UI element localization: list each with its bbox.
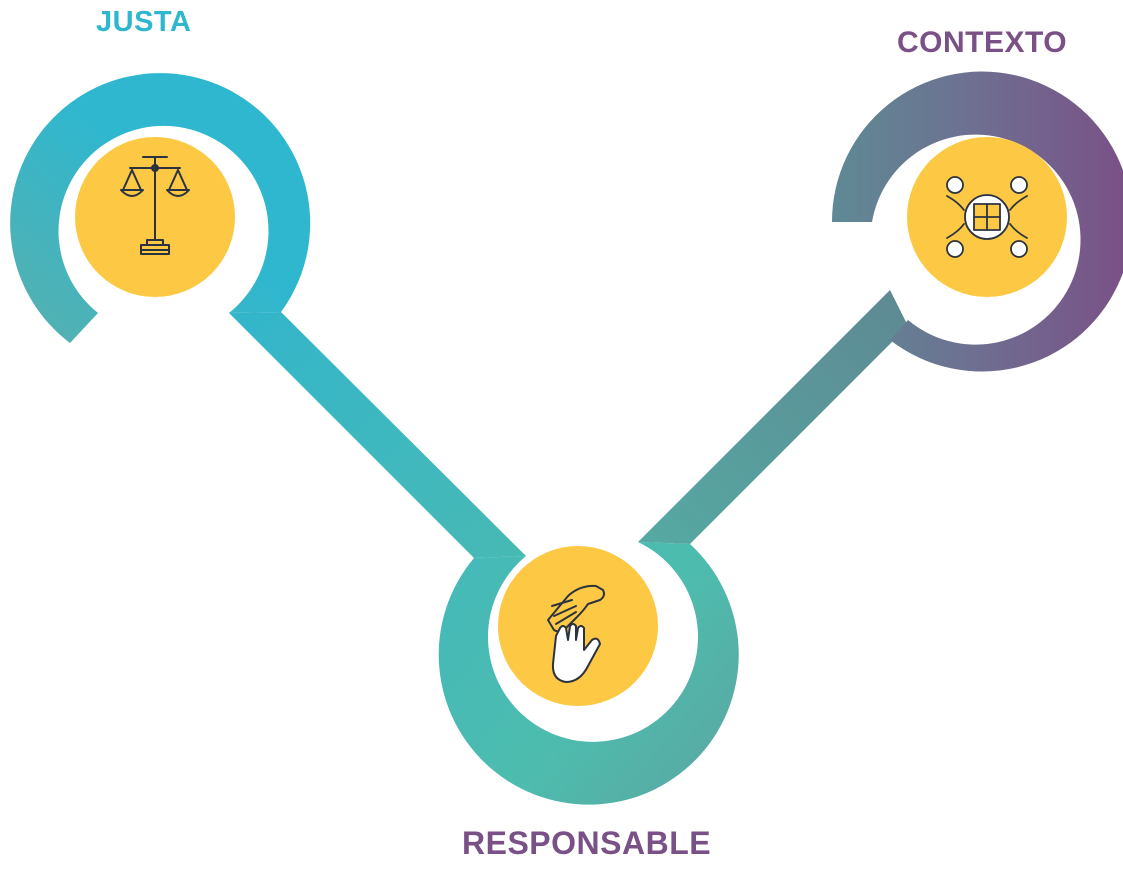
people-around-puzzle-icon: [946, 176, 1028, 258]
justa-label: JUSTA: [96, 6, 192, 38]
justa-ring: [10, 73, 311, 343]
scales-of-justice-icon: [120, 156, 190, 255]
responsable-disc: [498, 546, 658, 706]
contexto-label: CONTEXTO: [897, 26, 1068, 59]
helping-hands-icon: [547, 584, 605, 683]
responsable-ring: [438, 542, 739, 805]
responsable-label: RESPONSABLE: [462, 825, 712, 861]
connector-left: [229, 312, 526, 558]
contexto-ring: [831, 71, 1123, 372]
connector-right: [638, 290, 908, 544]
